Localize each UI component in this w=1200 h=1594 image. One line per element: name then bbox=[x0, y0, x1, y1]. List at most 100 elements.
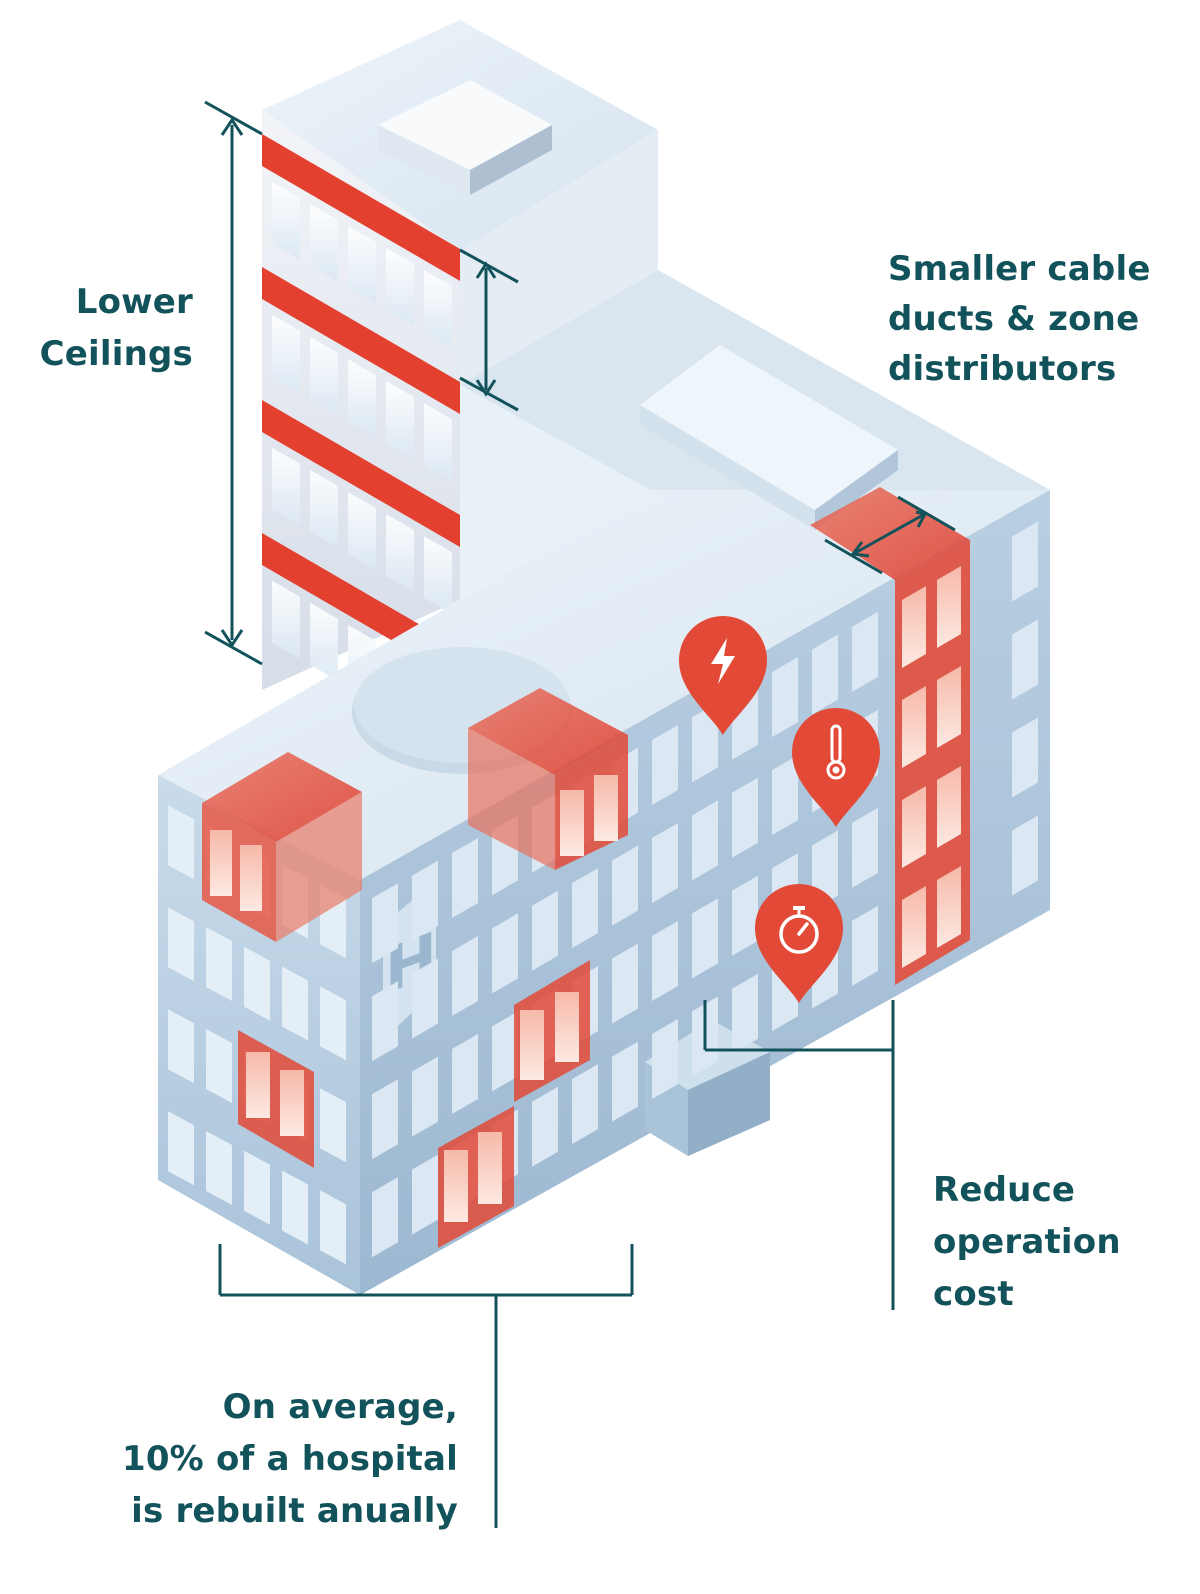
side-window bbox=[652, 724, 678, 805]
cable-ducts-line: distributors bbox=[888, 349, 1117, 389]
tower-windows bbox=[272, 181, 452, 703]
tower-window bbox=[424, 536, 452, 615]
duct-width-arrow bbox=[854, 513, 924, 555]
side-window bbox=[852, 905, 878, 986]
front-window bbox=[168, 907, 194, 982]
side-window bbox=[852, 807, 878, 888]
red-module-left bbox=[202, 752, 362, 942]
side-window bbox=[372, 1079, 398, 1160]
front-window bbox=[168, 1111, 194, 1186]
tower-window bbox=[310, 602, 338, 681]
side-window bbox=[372, 883, 398, 964]
tower-window bbox=[348, 225, 376, 304]
shaft-window bbox=[902, 886, 926, 968]
shaft-window bbox=[937, 866, 961, 948]
lightning-pin-icon bbox=[679, 616, 767, 735]
red-module-lower-left bbox=[238, 1030, 314, 1168]
side-window bbox=[372, 1177, 398, 1258]
front-window bbox=[206, 1130, 232, 1205]
front-window bbox=[282, 966, 308, 1041]
tower-side bbox=[460, 130, 658, 385]
shaft-window bbox=[937, 666, 961, 748]
shaft-window bbox=[902, 586, 926, 668]
main-roof bbox=[158, 490, 1050, 880]
side-window bbox=[1012, 717, 1038, 798]
tower-floor-slab bbox=[262, 134, 460, 281]
front-window bbox=[244, 946, 270, 1021]
front-window bbox=[244, 1150, 270, 1225]
tower-window bbox=[386, 514, 414, 593]
tower-window bbox=[310, 469, 338, 548]
tower-window bbox=[310, 336, 338, 415]
front-window bbox=[320, 1190, 346, 1265]
side-window bbox=[692, 702, 718, 783]
side-window bbox=[532, 890, 558, 971]
front-window bbox=[282, 1170, 308, 1245]
side-window bbox=[372, 981, 398, 1062]
side-window bbox=[652, 920, 678, 1001]
front-window bbox=[206, 1028, 232, 1103]
shaft-window bbox=[937, 766, 961, 848]
tower-window bbox=[386, 381, 414, 460]
operation-cost-line: operation bbox=[933, 1222, 1121, 1262]
front-window bbox=[168, 805, 194, 880]
tower-floor-slab bbox=[262, 267, 460, 414]
tower-window bbox=[348, 491, 376, 570]
rebuilt-line: On average, bbox=[222, 1387, 458, 1427]
side-window bbox=[612, 845, 638, 926]
front-window bbox=[320, 986, 346, 1061]
shaft-window bbox=[902, 686, 926, 768]
side-window bbox=[692, 800, 718, 881]
side-window bbox=[452, 936, 478, 1016]
guide-lines bbox=[204, 100, 956, 1528]
operation-cost-label: Reduce operation cost bbox=[933, 1164, 1193, 1320]
lower-ceilings-line: Ceilings bbox=[39, 334, 193, 374]
roof-vent-box bbox=[640, 345, 898, 510]
side-window bbox=[452, 838, 478, 918]
rebuilt-label: On average, 10% of a hospital is rebuilt… bbox=[60, 1381, 458, 1537]
main-side-face bbox=[360, 490, 1050, 1295]
red-module-middle bbox=[514, 960, 590, 1102]
side-window bbox=[772, 755, 798, 836]
side-window bbox=[1012, 619, 1038, 700]
red-module-center bbox=[468, 688, 628, 870]
side-window bbox=[412, 958, 438, 1039]
side-window bbox=[492, 913, 518, 994]
tower-window bbox=[424, 403, 452, 482]
front-window bbox=[320, 1088, 346, 1163]
front-window bbox=[168, 1009, 194, 1084]
side-window bbox=[1012, 521, 1038, 602]
side-window bbox=[852, 611, 878, 692]
operation-cost-line: cost bbox=[933, 1274, 1014, 1314]
front-window bbox=[206, 926, 232, 1001]
side-window bbox=[732, 973, 758, 1054]
side-window bbox=[1012, 815, 1038, 896]
side-window bbox=[652, 822, 678, 903]
shaft-window bbox=[902, 786, 926, 868]
side-window bbox=[452, 1034, 478, 1114]
lower-ceilings-label: Lower Ceilings bbox=[18, 276, 193, 380]
side-window bbox=[812, 634, 838, 715]
rebuilt-line: 10% of a hospital bbox=[121, 1439, 458, 1479]
tower bbox=[262, 20, 658, 703]
cable-ducts-label: Smaller cable ducts & zone distributors bbox=[888, 244, 1198, 394]
red-module-bottom bbox=[438, 1106, 514, 1248]
side-window bbox=[732, 777, 758, 858]
side-window bbox=[412, 860, 438, 941]
lower-ceilings-line: Lower bbox=[75, 282, 193, 322]
cable-ducts-line: Smaller cable bbox=[888, 249, 1151, 289]
tower-window bbox=[348, 358, 376, 437]
tower-window bbox=[272, 580, 300, 659]
operation-cost-line: Reduce bbox=[933, 1170, 1076, 1210]
tower-roof-box bbox=[378, 80, 552, 170]
stopwatch-pin-icon bbox=[755, 884, 843, 1003]
side-window bbox=[772, 657, 798, 738]
cable-ducts-line: ducts & zone bbox=[888, 299, 1140, 339]
side-window bbox=[612, 943, 638, 1024]
tower-window bbox=[310, 203, 338, 282]
side-window bbox=[732, 875, 758, 956]
side-window bbox=[532, 1086, 558, 1167]
side-window bbox=[572, 868, 598, 949]
